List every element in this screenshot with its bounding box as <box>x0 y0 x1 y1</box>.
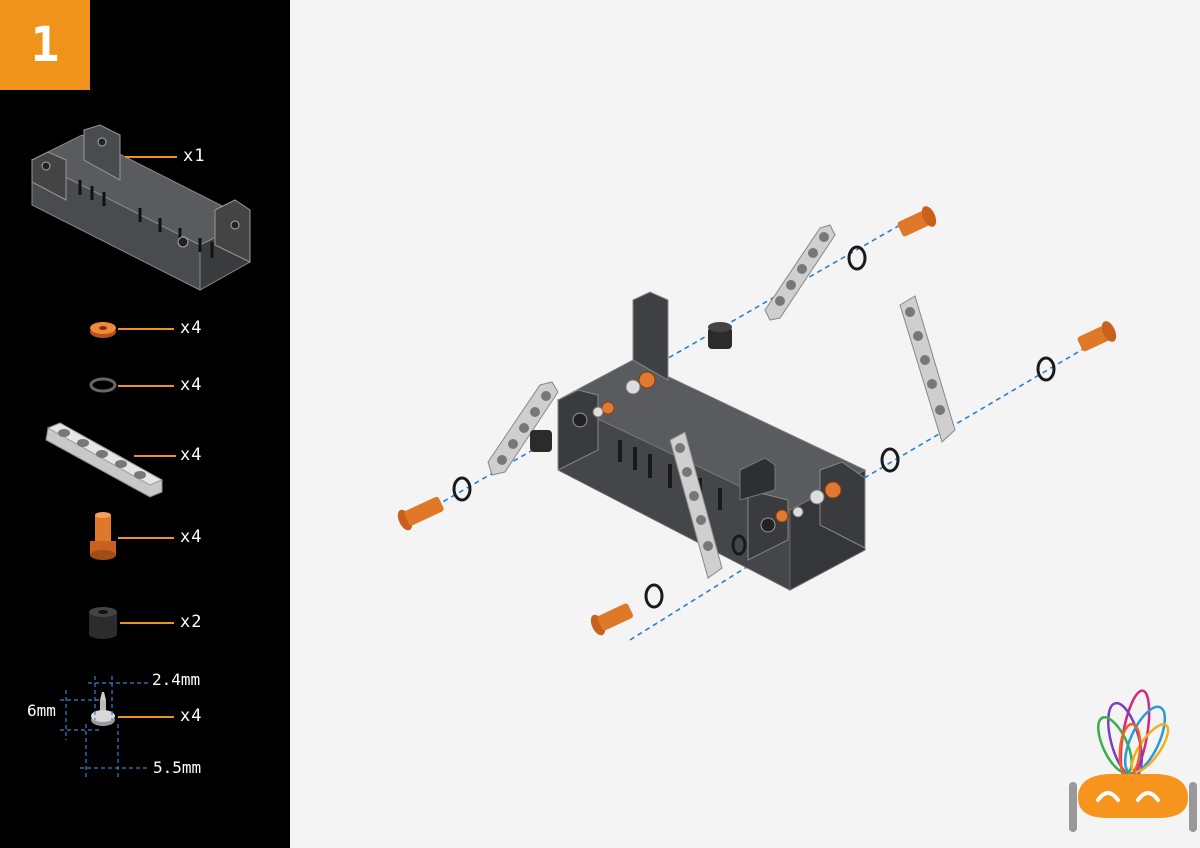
washer-qty: x4 <box>180 318 203 338</box>
parts-illustrations <box>30 124 252 778</box>
mascot-logo-icon <box>1069 689 1197 832</box>
frame-qty: x1 <box>183 146 206 166</box>
spacer-leader-line <box>120 622 174 624</box>
screw-qty: x4 <box>180 706 203 726</box>
exploded-assembly-diagram <box>397 206 1197 832</box>
step-number-badge: 1 <box>0 0 90 90</box>
washers-and-screws <box>592 371 842 523</box>
beam-front <box>669 431 723 579</box>
assembly-canvas <box>290 0 1200 848</box>
screw-leader-line <box>118 716 174 718</box>
screw-thread-dimension: 2.4mm <box>152 670 201 689</box>
beam-left <box>487 381 559 476</box>
copper-washer-icon <box>90 322 116 338</box>
washer-leader-line <box>118 328 174 330</box>
pin-upper-right <box>897 206 937 237</box>
o-ring-icon <box>89 377 117 393</box>
o-rings <box>452 245 1056 609</box>
spacer-qty: x2 <box>180 612 203 632</box>
beam-upper <box>764 224 836 321</box>
pin-right <box>1077 321 1117 352</box>
pin-icon <box>90 512 116 560</box>
spacer-lower <box>530 430 552 452</box>
beam-icon <box>45 422 164 498</box>
dimension-guides <box>60 676 148 778</box>
spacer-upper <box>708 322 732 349</box>
pin-left <box>397 496 444 531</box>
screw-head-dimension: 5.5mm <box>153 758 202 777</box>
beam-qty: x4 <box>180 445 203 465</box>
beam-right <box>899 295 956 443</box>
frame-leader-line <box>125 156 177 158</box>
beam-leader-line <box>134 455 176 457</box>
spacer-icon <box>89 607 117 639</box>
parts-sidebar: 1 <box>0 0 290 848</box>
pins <box>397 206 1117 636</box>
pin-leader-line <box>118 537 174 539</box>
screw-icon <box>91 692 115 726</box>
o-ring-qty: x4 <box>180 375 203 395</box>
pin-front <box>590 603 634 636</box>
o-ring-leader-line <box>118 385 174 387</box>
screw-length-dimension: 6mm <box>27 701 56 720</box>
frame-part-icon <box>30 124 252 291</box>
pin-qty: x4 <box>180 527 203 547</box>
